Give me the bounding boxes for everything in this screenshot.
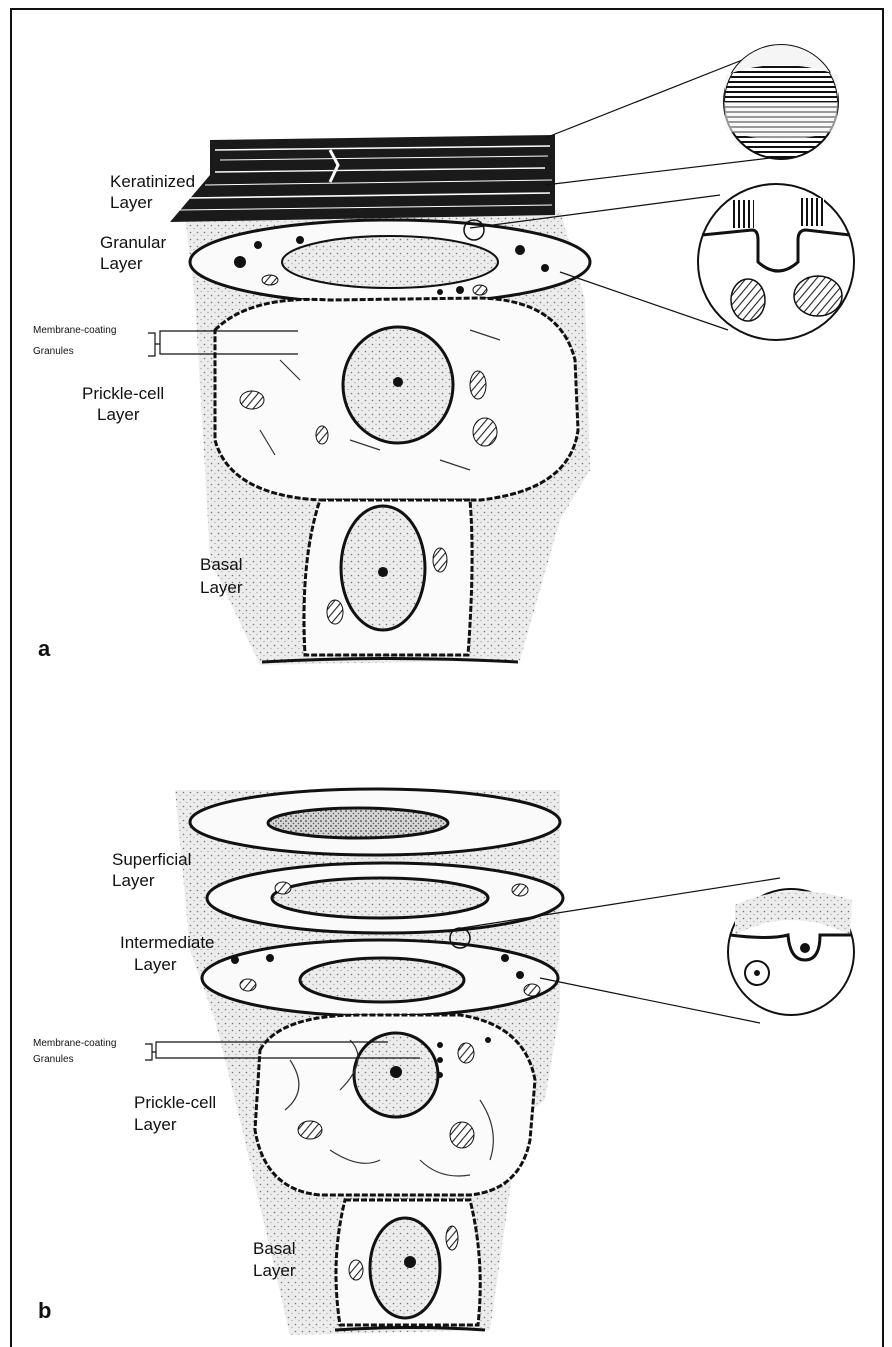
prickle-label-line2: Layer xyxy=(97,405,140,424)
panel-b-illustration xyxy=(145,789,854,1335)
granules-b-label-line1: Membrane-coating xyxy=(33,1038,116,1049)
intermediate-label-line2: Layer xyxy=(134,955,177,974)
granular-cell xyxy=(190,220,590,304)
granular-label-line2: Layer xyxy=(100,254,143,273)
keratinized-layer xyxy=(170,135,555,222)
superficial-label-line2: Layer xyxy=(112,871,155,890)
superficial-cell-lower xyxy=(207,863,563,933)
zoom-keratin-inset xyxy=(545,45,838,185)
intermediate-label-line1: Intermediate xyxy=(120,933,215,952)
basal-label-line2: Layer xyxy=(200,578,243,597)
basal-cell-b xyxy=(335,1200,485,1330)
granules-b-label-line2: Granules xyxy=(33,1054,74,1065)
basal-b-label-line1: Basal xyxy=(253,1239,296,1258)
prickle-label-line1: Prickle-cell xyxy=(82,384,164,403)
prickle-cell xyxy=(215,298,578,500)
prickle-b-label-line1: Prickle-cell xyxy=(134,1093,216,1112)
intermediate-cell xyxy=(202,940,558,1016)
keratinized-label-line1: Keratinized xyxy=(110,172,195,191)
granules-label-line1: Membrane-coating xyxy=(33,325,116,336)
superficial-label-line1: Superficial xyxy=(112,850,191,869)
panel-a-illustration xyxy=(148,45,854,665)
prickle-b-label-line2: Layer xyxy=(134,1115,177,1134)
basal-label-line1: Basal xyxy=(200,555,243,574)
superficial-cell-top xyxy=(190,789,560,855)
granular-label-line1: Granular xyxy=(100,233,166,252)
panel-a-letter: a xyxy=(38,636,51,661)
panel-b-letter: b xyxy=(38,1298,51,1323)
granules-label-line2: Granules xyxy=(33,346,74,357)
basal-b-label-line2: Layer xyxy=(253,1261,296,1280)
keratinized-label-line2: Layer xyxy=(110,193,153,212)
